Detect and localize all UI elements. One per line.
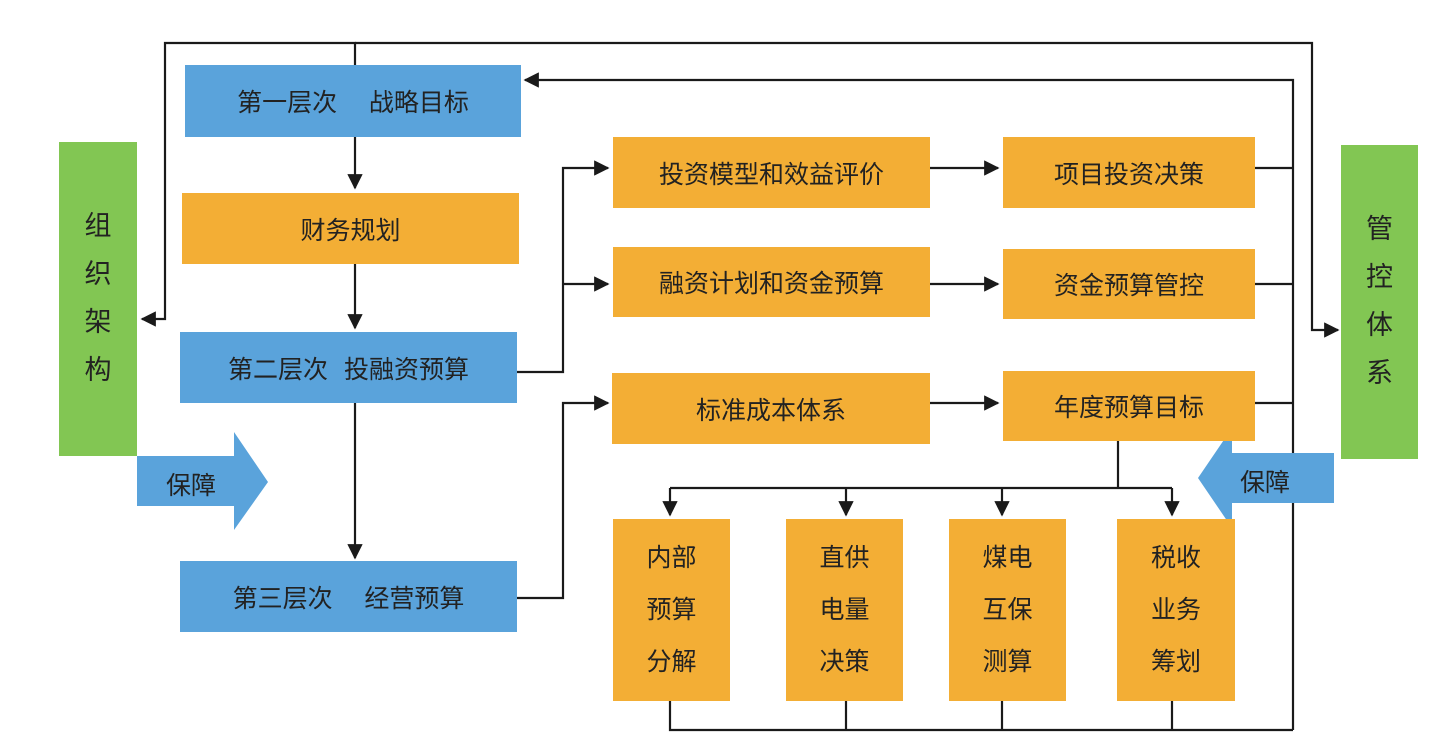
- control-char-3: 体: [1366, 310, 1393, 341]
- org-char-3: 架: [84, 307, 112, 338]
- level2-investment-budget: 第二层次 投融资预算: [180, 332, 517, 403]
- org-char-4: 构: [84, 355, 112, 386]
- bottom4-line3: 筹划: [1150, 647, 1201, 676]
- right-guarantee-arrow: [1198, 428, 1334, 528]
- bottom4-line1: 税收: [1150, 543, 1201, 572]
- internal-budget-breakdown: 内部 预算 分解: [613, 519, 730, 701]
- right-guarantee-label: 保障: [1240, 468, 1291, 497]
- bottom2-line3: 决策: [819, 647, 870, 676]
- org-structure-panel: 组 织 架 构: [59, 142, 137, 456]
- org-char-2: 织: [84, 259, 112, 290]
- branch-level3: [517, 395, 610, 600]
- tax-planning: 税收 业务 筹划: [1117, 519, 1235, 701]
- financing-plan-box: 融资计划和资金预算: [613, 247, 930, 317]
- level1-strategic-goal: 第一层次 战略目标: [185, 65, 521, 137]
- branch-level2: [517, 160, 610, 374]
- org-char-1: 组: [84, 211, 112, 242]
- bottom2-line2: 电量: [819, 595, 870, 624]
- control-char-4: 系: [1366, 358, 1393, 389]
- standard-cost-box: 标准成本体系: [612, 373, 930, 444]
- top-loop-to-org: [140, 41, 357, 327]
- bottom3-line3: 测算: [982, 647, 1033, 676]
- fund-control-box: 资金预算管控: [1003, 249, 1255, 319]
- project-decision-box: 项目投资决策: [1003, 137, 1255, 208]
- level3-operating-budget: 第三层次 经营预算: [180, 561, 517, 632]
- control-system-panel: 管 控 体 系: [1341, 145, 1418, 459]
- left-guarantee-arrow: [137, 432, 268, 530]
- top-loop-to-control: [355, 41, 1340, 338]
- annual-target-box: 年度预算目标: [1003, 371, 1255, 441]
- control-char-2: 控: [1366, 262, 1393, 293]
- bottom1-line2: 预算: [646, 595, 697, 624]
- bottom3-line1: 煤电: [982, 543, 1033, 572]
- financial-planning: 财务规划: [182, 193, 519, 264]
- control-char-1: 管: [1366, 214, 1393, 245]
- bottom3-line2: 互保: [982, 595, 1033, 624]
- bottom1-line3: 分解: [646, 647, 697, 676]
- bottom1-line1: 内部: [646, 543, 697, 572]
- feedback-to-level1: [523, 72, 1295, 730]
- left-guarantee-label: 保障: [166, 471, 217, 500]
- investment-model-box: 投资模型和效益评价: [613, 137, 930, 208]
- direct-supply-decision: 直供 电量 决策: [786, 519, 903, 701]
- coal-power-estimate: 煤电 互保 测算: [949, 519, 1066, 701]
- bottom2-line1: 直供: [819, 543, 870, 572]
- bottom4-line2: 业务: [1150, 595, 1201, 624]
